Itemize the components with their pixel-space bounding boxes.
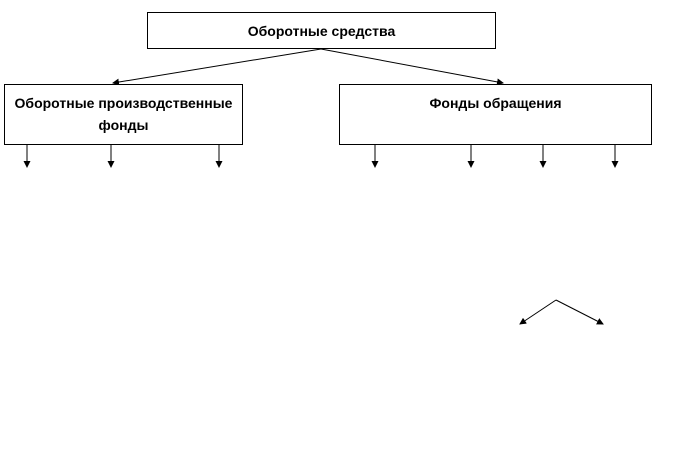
arrow-root-to-left	[112, 48, 322, 86]
arrow-root-to-right	[320, 48, 504, 86]
right-node-label: Фонды обращения	[429, 95, 562, 111]
arrow-lower-fork-left	[519, 299, 557, 325]
left-node-label: Оборотные производственные фонды	[14, 95, 233, 133]
root-node-label: Оборотные средства	[247, 22, 396, 39]
right-node-box: Фонды обращения	[339, 84, 652, 145]
left-node-box: Оборотные производственные фонды	[4, 84, 243, 145]
arrow-lower-fork-right	[555, 299, 604, 325]
root-node-box: Оборотные средства	[147, 12, 496, 49]
